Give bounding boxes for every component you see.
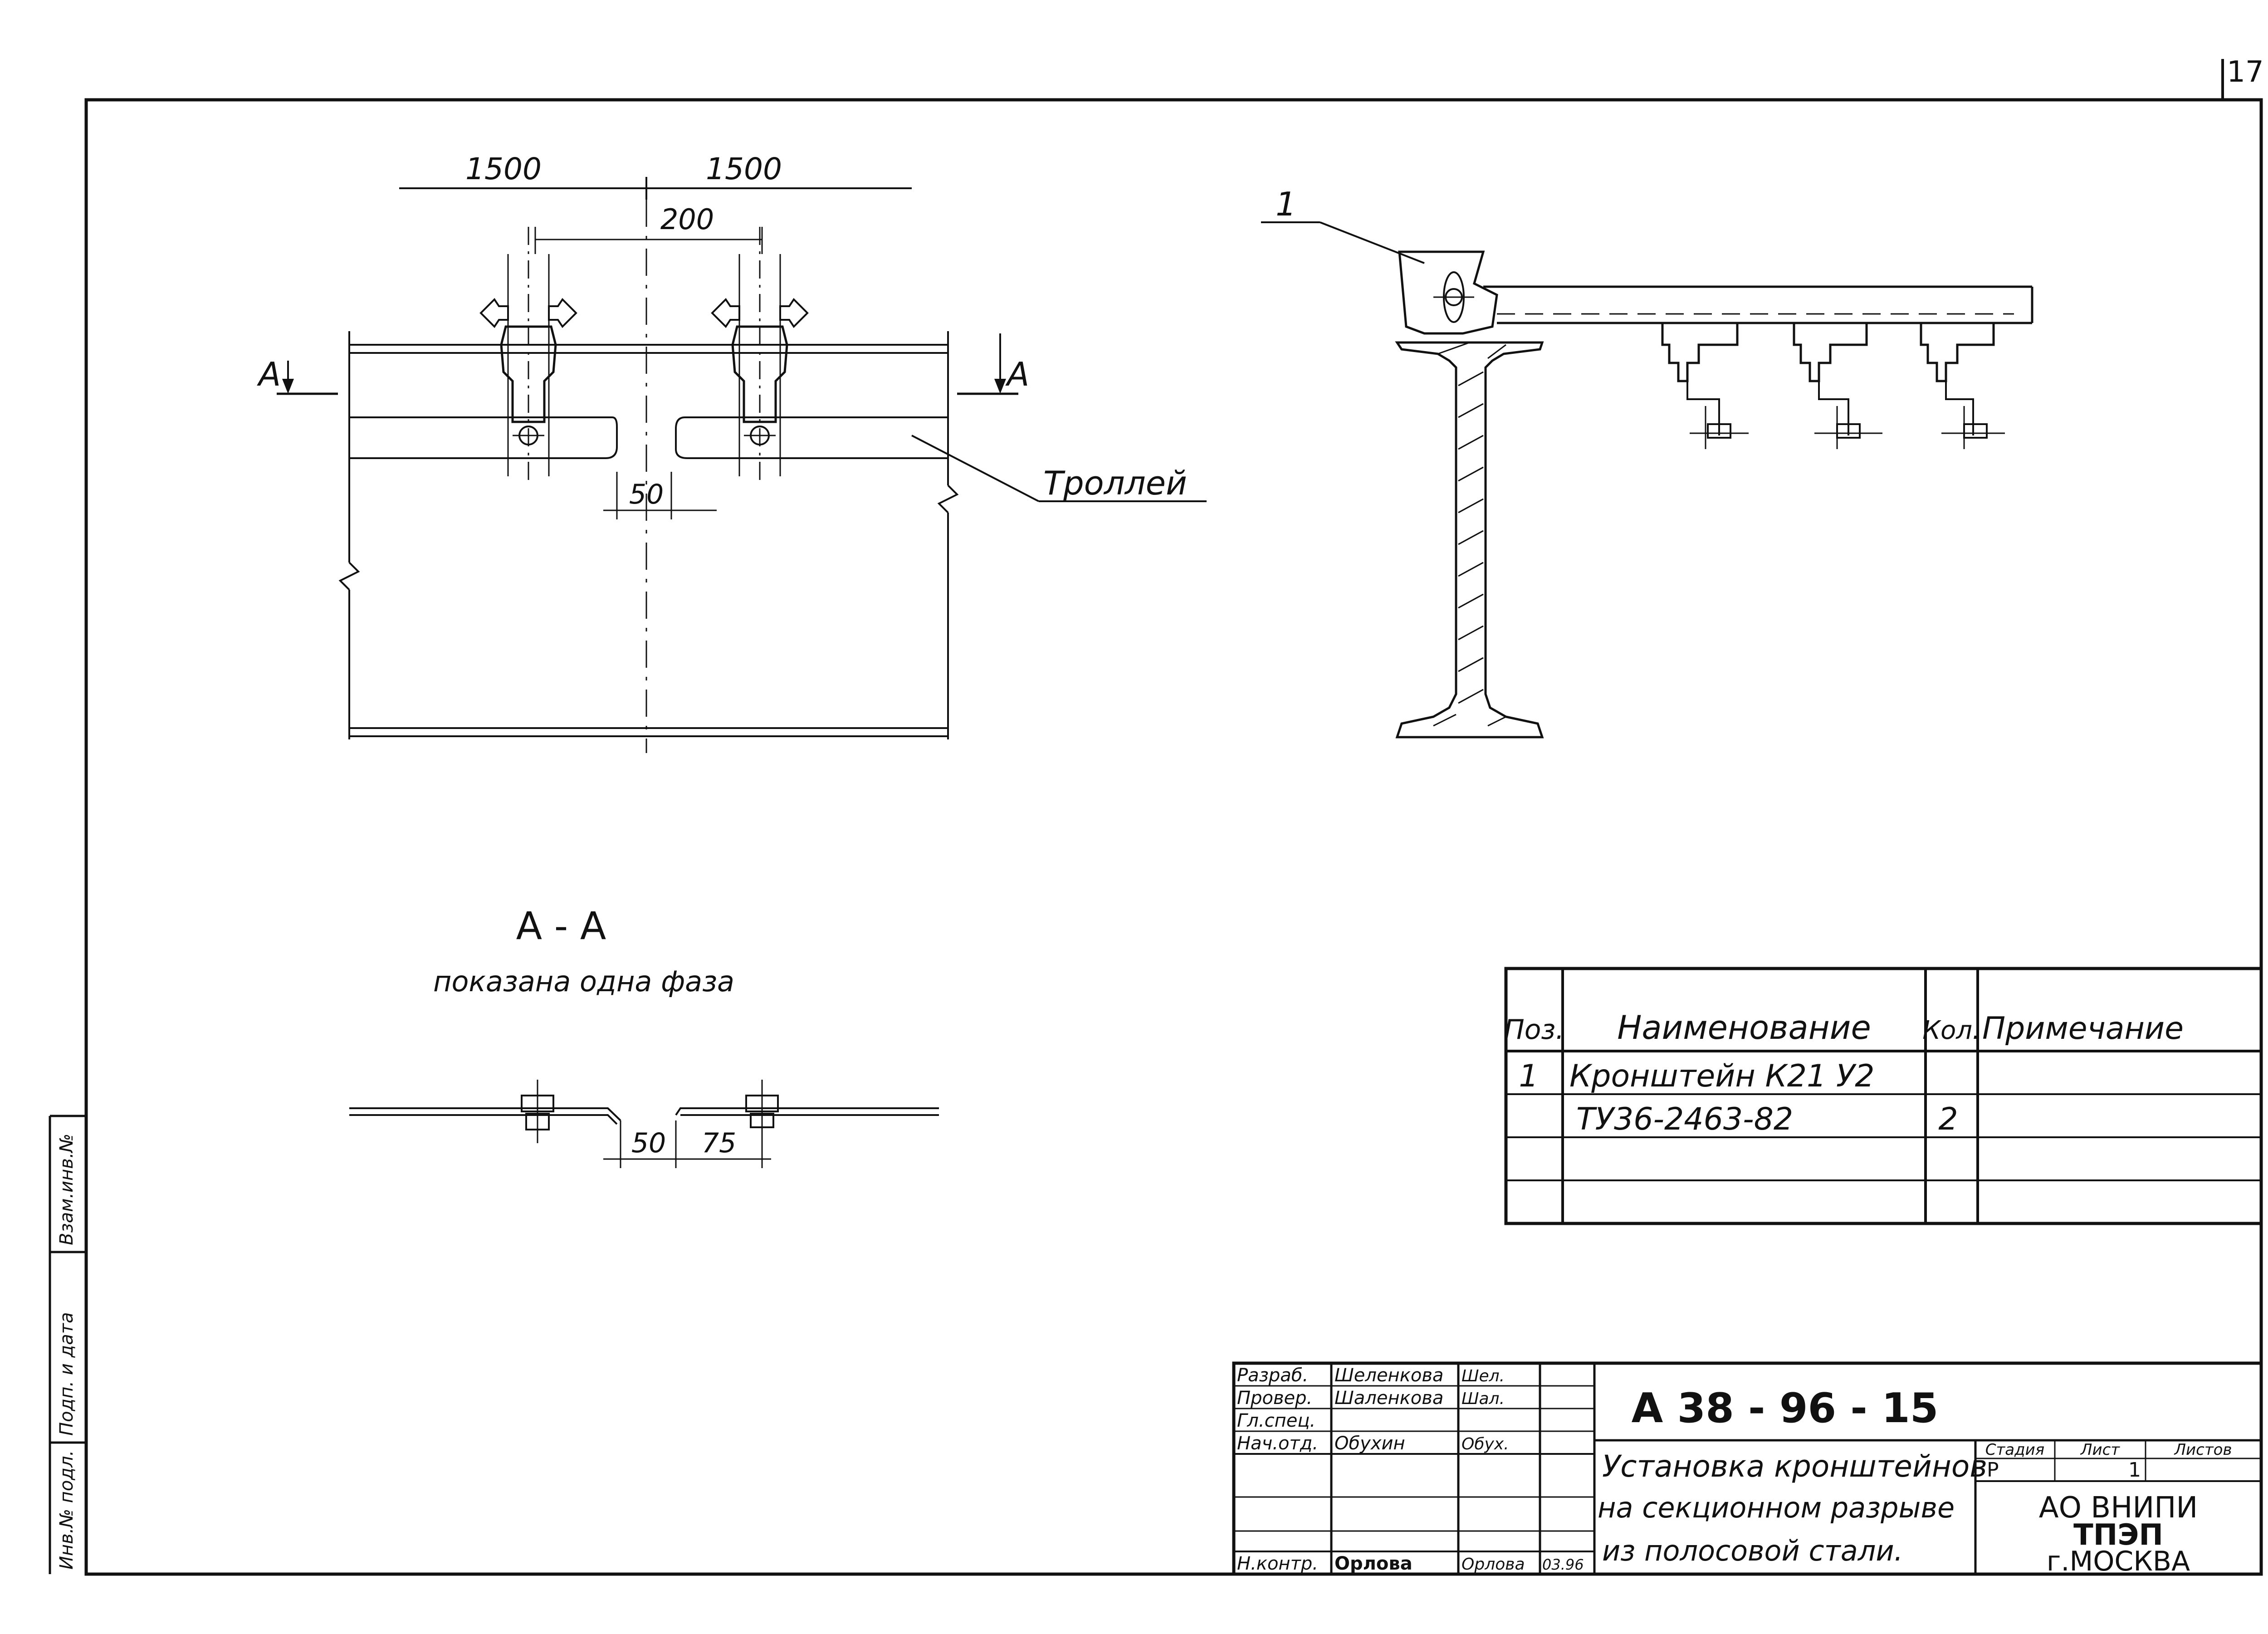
- date-6: 03.96: [1542, 1556, 1584, 1573]
- spec-row2-name: ТУ36-2463-82: [1576, 1101, 1793, 1137]
- role-2: Гл.спец.: [1237, 1410, 1315, 1431]
- trolley-label: Троллей: [1043, 464, 1187, 502]
- name-1: Шаленкова: [1334, 1388, 1443, 1409]
- role-6: Н.контр.: [1237, 1553, 1318, 1574]
- section-view: А - А показана одна фаза 50 75: [349, 904, 939, 1168]
- doc-code: А 38 - 96 - 15: [1632, 1384, 1939, 1432]
- spec-row1-pos: 1: [1519, 1058, 1538, 1094]
- dim-75-section: 75: [702, 1127, 736, 1159]
- spec-header-name: Наименование: [1617, 1008, 1871, 1047]
- margin-inv-label: Инв.№ подл.: [56, 1450, 77, 1570]
- sheet-value: 1: [2128, 1458, 2141, 1482]
- sign-6: Орлова: [1461, 1555, 1525, 1574]
- doc-title-line-1: Установка кронштейнов: [1602, 1449, 1987, 1484]
- dim-1500-right: 1500: [706, 152, 782, 186]
- role-1: Провер.: [1237, 1388, 1312, 1409]
- org-line-1: АО ВНИПИ: [2039, 1491, 2198, 1525]
- org-line-2: ТПЭП: [2073, 1518, 2163, 1552]
- stage-header: Стадия: [1985, 1441, 2044, 1459]
- spec-row1-name: Кронштейн К21 У2: [1569, 1058, 1875, 1094]
- dim-200: 200: [660, 203, 714, 236]
- hanger-3: [1920, 323, 2005, 449]
- doc-title-line-3: из полосовой стали.: [1602, 1534, 1903, 1567]
- name-3: Обухин: [1334, 1433, 1405, 1454]
- stage-value: Р: [1987, 1458, 1999, 1482]
- role-3: Нач.отд.: [1237, 1433, 1318, 1454]
- spec-header-qty: Кол.: [1922, 1016, 1980, 1045]
- section-subtitle: показана одна фаза: [433, 965, 734, 998]
- plan-view: 1500 1500 200: [257, 152, 1207, 753]
- elevation-view: 1: [1261, 185, 2033, 739]
- section-title: А - А: [516, 904, 606, 948]
- title-block: Разраб. Шеленкова Шел. Провер. Шаленкова…: [1232, 1361, 2263, 1577]
- margin-replace-label: Взам.инв.№: [56, 1134, 77, 1245]
- spec-table: Поз. Наименование Кол. Примечание 1 Крон…: [1504, 967, 2263, 1225]
- spec-row2-qty: 2: [1938, 1101, 1958, 1137]
- name-6: Орлова: [1334, 1553, 1413, 1574]
- dim-50-section: 50: [631, 1127, 666, 1159]
- dim-1500-left: 1500: [465, 152, 542, 186]
- sheets-header: Листов: [2173, 1441, 2232, 1459]
- role-0: Разраб.: [1237, 1365, 1308, 1386]
- sheet-frame: 17: [84, 55, 2264, 1576]
- sign-3: Обух.: [1461, 1435, 1509, 1453]
- hanger-2: [1793, 323, 1882, 449]
- margin-sign-label: Подп. и дата: [56, 1312, 77, 1436]
- sheet-header: Лист: [2080, 1441, 2120, 1459]
- position-callout-1: 1: [1276, 185, 1296, 223]
- sheet-number: 17: [2227, 55, 2263, 89]
- spec-header-note: Примечание: [1982, 1011, 2184, 1047]
- name-0: Шеленкова: [1334, 1365, 1443, 1386]
- bracket-left: [479, 227, 577, 485]
- section-mark-left: А: [257, 355, 281, 393]
- hanger-1: [1661, 323, 1749, 449]
- sign-0: Шел.: [1461, 1367, 1505, 1385]
- spec-header-pos: Поз.: [1504, 1014, 1564, 1046]
- margin-stamp: Инв.№ подл. Подп. и дата Взам.инв.№: [49, 1115, 86, 1574]
- section-mark-right: А: [1005, 355, 1029, 393]
- dim-50-plan: 50: [629, 479, 664, 510]
- doc-title-line-2: на секционном разрыве: [1598, 1491, 1955, 1524]
- org-line-3: г.МОСКВА: [2047, 1546, 2190, 1577]
- sign-1: Шал.: [1461, 1389, 1505, 1408]
- bracket-right: [711, 227, 809, 485]
